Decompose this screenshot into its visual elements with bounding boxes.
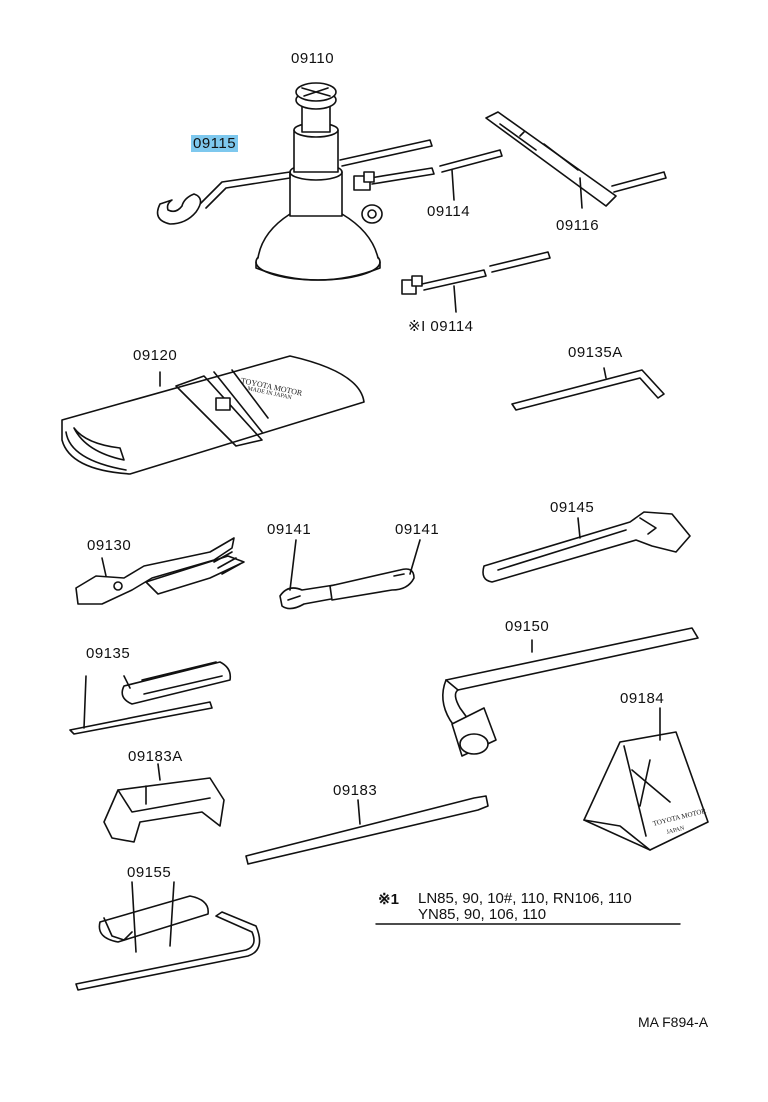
part-label-09114[interactable]: 09114 <box>427 203 471 220</box>
part-label-09183[interactable]: 09183 <box>333 782 378 799</box>
part-label-09114-alt[interactable]: ※I 09114 <box>408 318 474 335</box>
part-label-09135[interactable]: 09135 <box>86 645 131 662</box>
wheel-chock-illustration <box>584 708 708 850</box>
part-label-09130[interactable]: 09130 <box>87 537 132 554</box>
part-label-09145[interactable]: 09145 <box>550 499 595 516</box>
footnote-line1: LN85, 90, 10#, 110, RN106, 110 <box>418 890 632 907</box>
part-label-09120[interactable]: 09120 <box>133 347 178 364</box>
part-label-09184[interactable]: 09184 <box>620 690 665 707</box>
drawing-reference: MA F894-A <box>638 1014 709 1030</box>
part-label-09110[interactable]: 09110 <box>291 50 335 67</box>
jack-illustration <box>256 83 432 280</box>
jack-handle-rod-illustration <box>354 150 502 200</box>
alt-jack-handle-illustration <box>402 252 550 312</box>
offset-screwdriver-illustration <box>512 368 664 410</box>
jack-lever-illustration <box>486 112 666 208</box>
part-label-09115[interactable]: 09115 <box>191 135 239 152</box>
part-label-09141-right[interactable]: 09141 <box>395 521 440 538</box>
wheel-nut-wrench-illustration <box>443 628 698 756</box>
footnote-marker: ※1 <box>378 891 399 908</box>
part-label-09150[interactable]: 09150 <box>505 618 550 635</box>
part-label-09141-left[interactable]: 09141 <box>267 521 312 538</box>
part-label-09183A[interactable]: 09183A <box>128 748 183 765</box>
screwdriver-illustration <box>70 662 230 734</box>
adjustable-wrench-illustration <box>483 512 690 582</box>
part-label-09135A[interactable]: 09135A <box>568 344 623 361</box>
plug-wrench-illustration <box>76 882 260 990</box>
footnote-line2: YN85, 90, 106, 110 <box>418 906 547 923</box>
spanners-illustration <box>280 540 420 609</box>
pliers-illustration <box>76 538 244 604</box>
tool-bag-illustration <box>62 356 364 474</box>
tool-bracket-illustration <box>104 764 224 842</box>
jack-handle-wrench-illustration <box>158 172 290 224</box>
tire-lever-illustration <box>246 796 488 864</box>
part-label-09116[interactable]: 09116 <box>556 217 600 234</box>
part-label-09155[interactable]: 09155 <box>127 864 172 881</box>
